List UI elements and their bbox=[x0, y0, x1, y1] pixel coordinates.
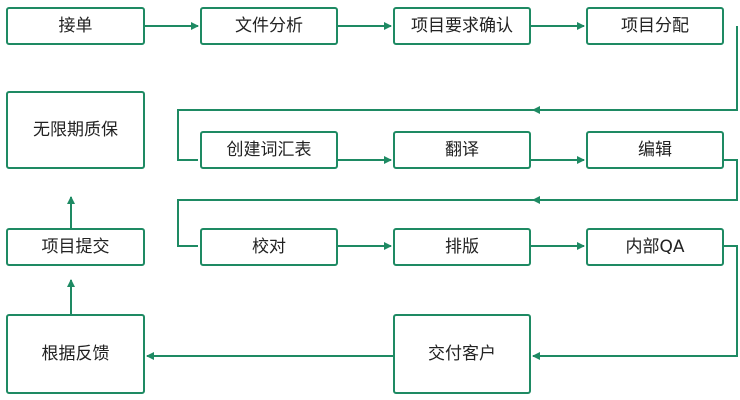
step-create-glossary: 创建词汇表 bbox=[200, 131, 338, 169]
step-translation: 翻译 bbox=[393, 131, 531, 169]
step-confirm-requirements: 项目要求确认 bbox=[393, 7, 531, 45]
step-revise-per-feedback: 根据反馈 bbox=[6, 314, 145, 394]
step-internal-qa: 内部QA bbox=[586, 228, 724, 266]
step-typesetting: 排版 bbox=[393, 228, 531, 266]
step-file-analysis: 文件分析 bbox=[200, 7, 338, 45]
step-editing: 编辑 bbox=[586, 131, 724, 169]
step-proofreading: 校对 bbox=[200, 228, 338, 266]
step-project-assignment: 项目分配 bbox=[586, 7, 724, 45]
step-accept-order: 接单 bbox=[6, 7, 145, 45]
step-deliver-to-client: 交付客户 bbox=[393, 314, 531, 394]
step-lifetime-warranty: 无限期质保 bbox=[6, 91, 145, 169]
step-project-submission: 项目提交 bbox=[6, 228, 145, 266]
